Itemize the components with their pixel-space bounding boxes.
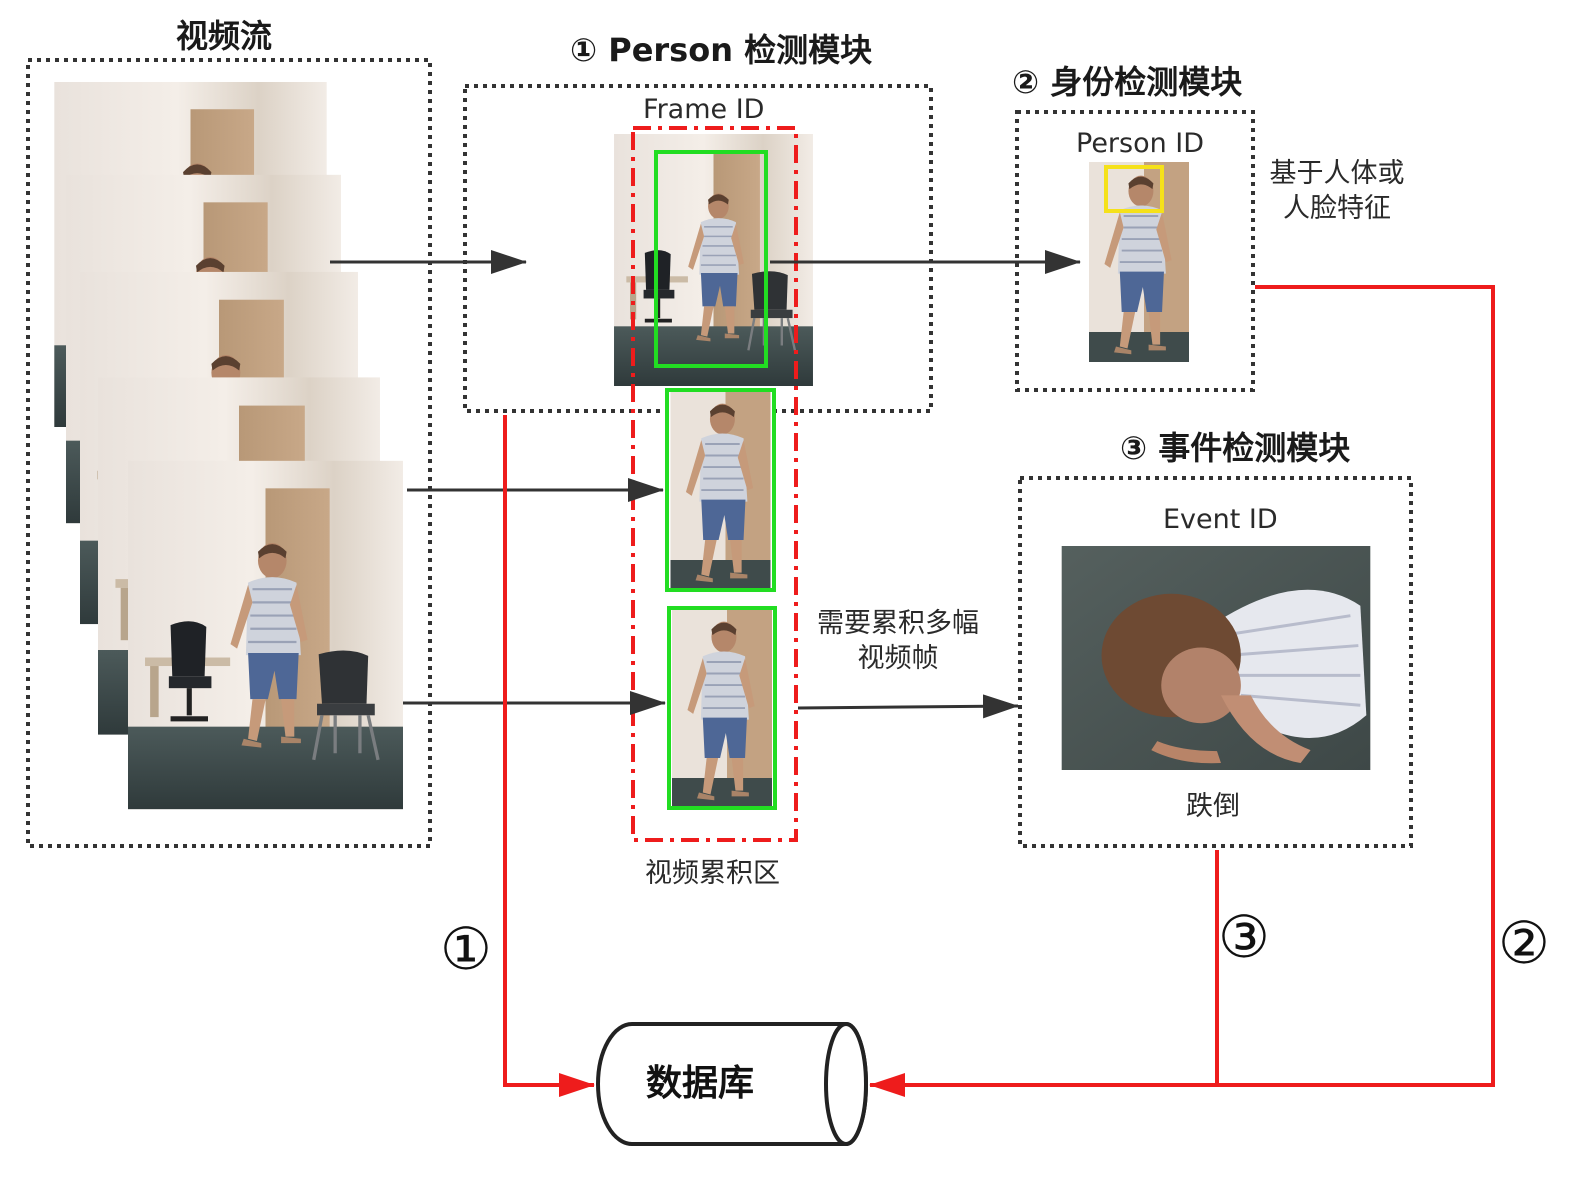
event-name-label: 跌倒 <box>1186 791 1240 822</box>
database-label: 数据库 <box>646 1063 755 1104</box>
database-cylinder <box>596 1022 868 1146</box>
identity-module-title: ② 身份检测模块 <box>1012 63 1243 101</box>
accum-crop-1-box <box>665 388 776 592</box>
event-module-box <box>1018 476 1413 848</box>
person-module-title: ① Person 检测模块 <box>570 31 873 69</box>
arrow-accum-to-event <box>797 694 1019 719</box>
event-module-title: ③ 事件检测模块 <box>1120 429 1351 467</box>
accum-crop-2-box <box>667 606 777 810</box>
video-stream-title: 视频流 <box>176 17 273 55</box>
red-path-2 <box>869 285 1495 1097</box>
event-image <box>1060 546 1372 770</box>
accum-note-line2: 视频帧 <box>857 643 939 675</box>
person-id-label: Person ID <box>1076 128 1205 159</box>
accum-crop-2 <box>672 608 772 808</box>
video-stream-box <box>26 58 432 848</box>
face-bounding-box <box>1104 165 1164 213</box>
path-1-marker: ① <box>440 915 492 983</box>
identity-note-line1: 基于人体或 <box>1269 158 1405 189</box>
path-3-marker: ③ <box>1218 903 1270 971</box>
accum-region-label: 视频累积区 <box>645 858 780 889</box>
accum-note-line1: 需要累积多幅 <box>817 608 979 639</box>
accum-crop-1 <box>671 390 771 590</box>
video-frame-5 <box>128 461 403 809</box>
frame-image <box>614 134 813 386</box>
frame-id-label: Frame ID <box>643 94 765 125</box>
identity-module-box <box>1015 110 1255 392</box>
identity-note: 基于人体或 人脸特征 <box>1262 156 1412 226</box>
event-id-label: Event ID <box>1163 504 1278 535</box>
video-frame-stack <box>54 82 403 809</box>
red-path-1 <box>503 415 595 1097</box>
path-2-marker: ② <box>1498 909 1550 977</box>
person-bounding-box <box>654 150 768 368</box>
identity-note-line2: 人脸特征 <box>1283 193 1391 225</box>
accum-note: 需要累积多幅 视频帧 <box>808 606 988 676</box>
